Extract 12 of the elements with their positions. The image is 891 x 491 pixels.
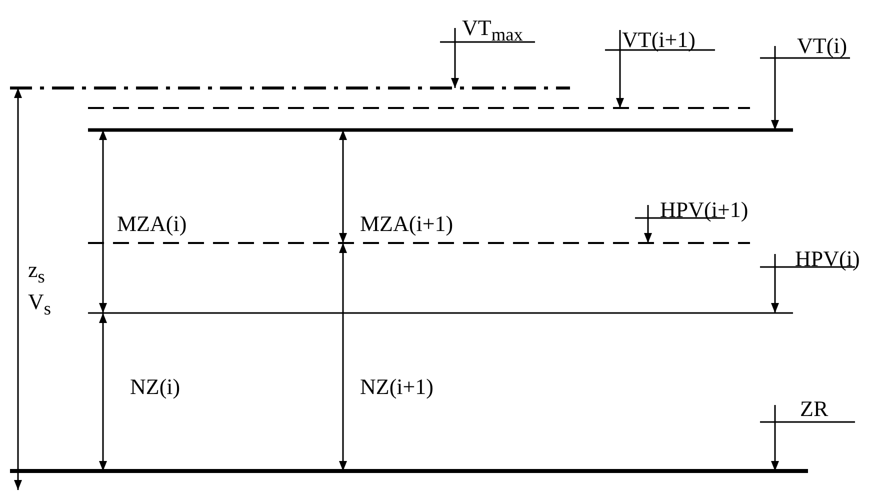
level-label: ZR	[800, 397, 828, 421]
level-label: VT$_{max}$	[462, 16, 523, 46]
dimension-label: z$_{s}$	[28, 258, 45, 288]
dimension-label: MZA(i)	[117, 212, 187, 236]
level-label: HPV(i)	[795, 247, 860, 271]
dimension-label: V$_{s}$	[28, 290, 52, 320]
dimension-label: MZA(i+1)	[360, 212, 454, 236]
dimension-label: NZ(i)	[130, 375, 180, 399]
dimension-label: NZ(i+1)	[360, 375, 434, 399]
level-label: VT(i)	[797, 34, 848, 58]
level-label: VT(i+1)	[622, 28, 696, 52]
level-label: HPV(i+1)	[660, 198, 748, 222]
